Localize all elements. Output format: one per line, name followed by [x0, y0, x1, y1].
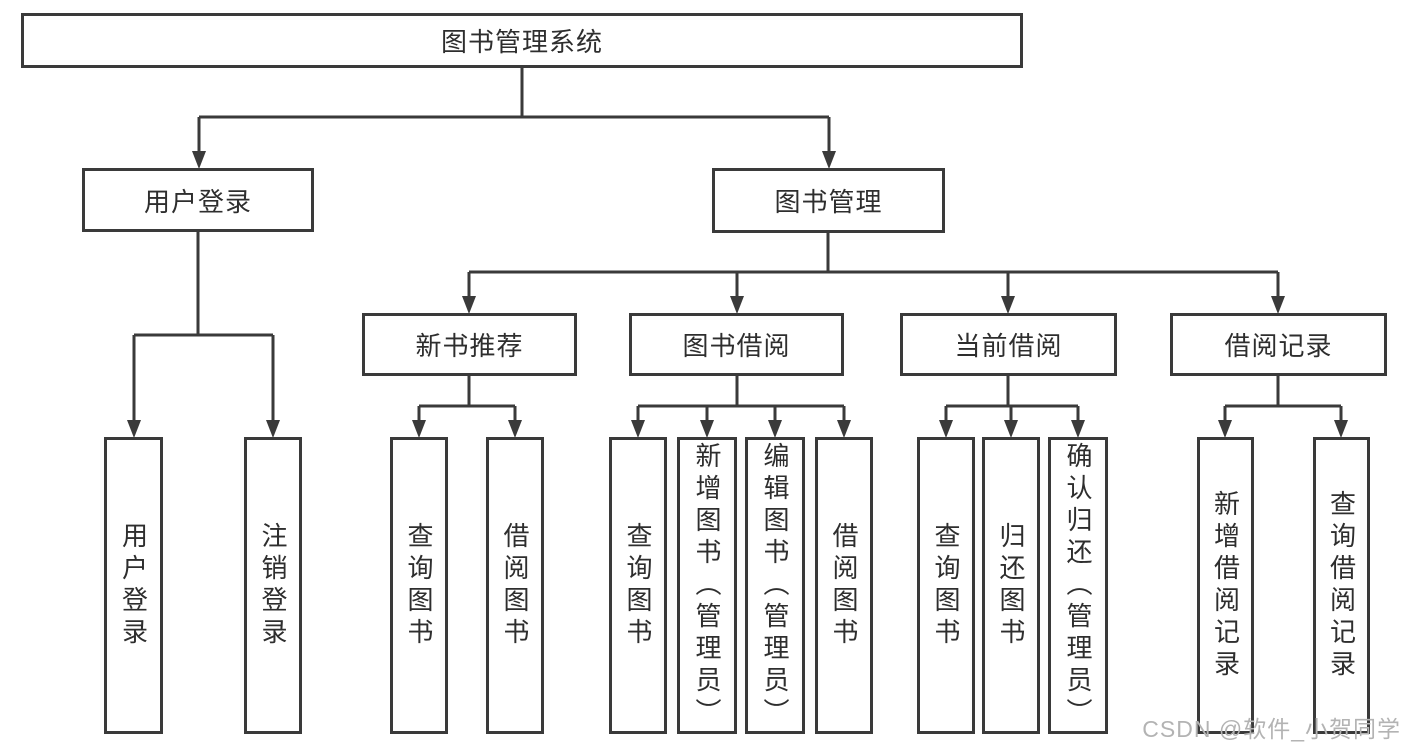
- arrow-down-icon: [508, 420, 522, 438]
- leaf-label: 查询借阅记录: [1326, 489, 1357, 682]
- arrow-down-icon: [939, 420, 953, 438]
- arrow-down-icon: [412, 420, 426, 438]
- node-user-login: 用户登录: [82, 168, 314, 232]
- leaf-label: 确认归还（管理员）: [1063, 441, 1093, 730]
- arrow-down-icon: [822, 151, 836, 169]
- leaf-logout: 注销登录: [244, 437, 302, 734]
- connector-path: [132, 68, 1343, 421]
- leaf-label: 新增图书（管理员）: [692, 441, 722, 730]
- arrow-down-icon: [837, 420, 851, 438]
- leaf-confirm-return-admin: 确认归还（管理员）: [1048, 437, 1108, 734]
- arrow-down-icon: [462, 296, 476, 314]
- leaf-add-books-admin: 新增图书（管理员）: [677, 437, 737, 734]
- leaf-return-books: 归还图书: [982, 437, 1040, 734]
- arrow-down-icon: [1218, 420, 1232, 438]
- node-book-management: 图书管理: [712, 168, 945, 233]
- leaf-add-borrow-record: 新增借阅记录: [1197, 437, 1254, 734]
- leaf-edit-books-admin: 编辑图书（管理员）: [745, 437, 805, 734]
- arrow-down-icon: [700, 420, 714, 438]
- leaf-query-books-recommend: 查询图书: [390, 437, 448, 734]
- node-borrowing-records: 借阅记录: [1170, 313, 1387, 376]
- arrow-down-icon: [1271, 296, 1285, 314]
- leaf-label: 查询图书: [931, 521, 961, 650]
- leaf-query-books-borrow: 查询图书: [609, 437, 667, 734]
- arrow-down-icon: [631, 420, 645, 438]
- leaf-label: 新增借阅记录: [1210, 489, 1241, 682]
- arrow-down-icon: [768, 420, 782, 438]
- leaf-label: 归还图书: [996, 521, 1026, 650]
- leaf-label: 借阅图书: [500, 521, 530, 650]
- arrow-down-icon: [1004, 420, 1018, 438]
- node-new-book-recommendation: 新书推荐: [362, 313, 577, 376]
- leaf-user-login: 用户登录: [104, 437, 163, 734]
- csdn-watermark: CSDN @软件_小贺同学: [1142, 716, 1401, 742]
- leaf-borrow-books-recommend: 借阅图书: [486, 437, 544, 734]
- leaf-label: 用户登录: [118, 521, 149, 650]
- arrow-down-icon: [192, 151, 206, 169]
- arrow-down-icon: [127, 420, 141, 438]
- node-book-borrowing: 图书借阅: [629, 313, 844, 376]
- arrow-down-icons: [127, 151, 1348, 438]
- node-library-management-system: 图书管理系统: [21, 13, 1023, 68]
- node-current-borrowing: 当前借阅: [900, 313, 1117, 376]
- arrow-down-icon: [1071, 420, 1085, 438]
- arrow-down-icon: [266, 420, 280, 438]
- leaf-query-books-current: 查询图书: [917, 437, 975, 734]
- leaf-query-borrow-record: 查询借阅记录: [1313, 437, 1370, 734]
- arrow-down-icon: [1334, 420, 1348, 438]
- leaf-borrow-books: 借阅图书: [815, 437, 873, 734]
- arrow-down-icon: [730, 296, 744, 314]
- leaf-label: 注销登录: [258, 521, 288, 650]
- leaf-label: 查询图书: [623, 521, 653, 650]
- leaf-label: 编辑图书（管理员）: [760, 441, 790, 730]
- arrow-down-icon: [1001, 296, 1015, 314]
- leaf-label: 查询图书: [404, 521, 434, 650]
- leaf-label: 借阅图书: [829, 521, 859, 650]
